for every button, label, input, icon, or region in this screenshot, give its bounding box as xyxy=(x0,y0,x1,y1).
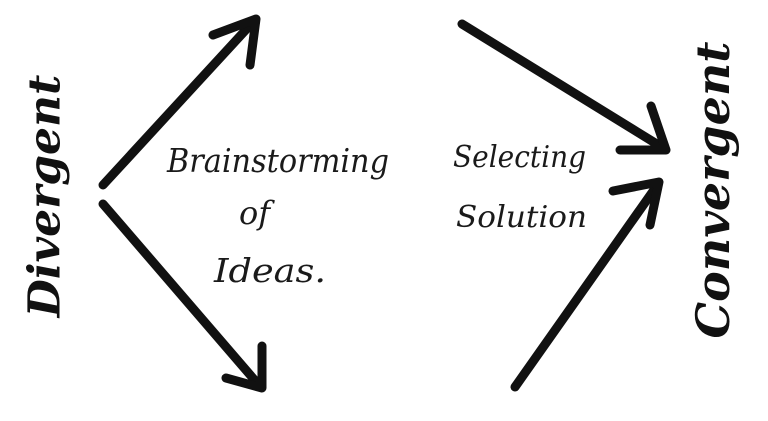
convergent-lower-arrowhead xyxy=(608,177,664,230)
solution-text: Solution xyxy=(456,200,587,235)
convergent-lower-arrow xyxy=(510,182,661,392)
divergent-lower-arrowhead xyxy=(221,341,267,393)
divergent-upper-arrowhead xyxy=(208,14,261,70)
ideas-text: Ideas. xyxy=(213,251,326,290)
convergent-label: Convergent xyxy=(686,41,740,338)
arrows-group xyxy=(98,14,671,393)
convergent-upper-arrow xyxy=(457,19,665,151)
divergent-text-group: Brainstorming of Ideas. xyxy=(166,141,389,290)
convergent-text-group: Selecting Solution xyxy=(453,140,587,235)
divergent-label: Divergent xyxy=(20,75,71,320)
brainstorming-text: Brainstorming xyxy=(166,141,389,180)
of-text: of xyxy=(239,194,275,232)
divergent-lower-arrow xyxy=(98,199,263,389)
divergent-upper-arrow xyxy=(98,17,258,190)
selecting-text: Selecting xyxy=(453,140,586,175)
convergent-upper-arrowhead xyxy=(615,101,671,155)
